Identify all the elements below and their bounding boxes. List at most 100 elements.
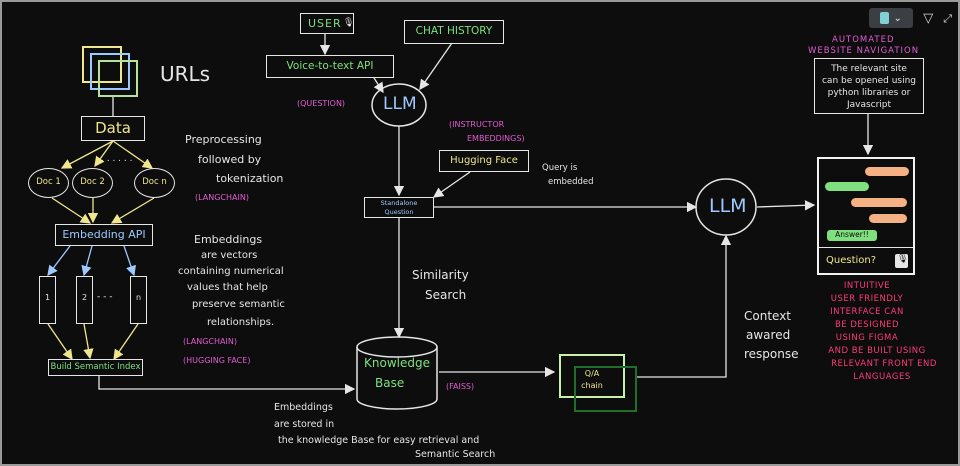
- hugging-face-label: Hugging Face: [450, 155, 518, 166]
- embeddings-note-5: preserve semantic: [192, 299, 285, 310]
- stored-note-1: Embeddings: [274, 402, 333, 413]
- chat-history-label: CHAT HISTORY: [415, 25, 493, 37]
- stored-note-3: the knowledge Base for easy retrieval an…: [278, 435, 480, 446]
- similarity-label-2: Search: [425, 288, 467, 302]
- expand-icon[interactable]: ⤢: [943, 11, 952, 25]
- vector-n: n: [130, 276, 147, 324]
- embedding-api-label: Embedding API: [62, 228, 146, 241]
- wire-hf-standalone: [432, 171, 471, 198]
- wire-llm-ui: [756, 200, 816, 211]
- vector-1-label: 1: [44, 293, 51, 302]
- vector-n-label: n: [135, 293, 142, 302]
- docs-ellipsis: . . . . . .: [101, 154, 133, 164]
- ui-note-4: BE DESIGNED: [834, 320, 900, 330]
- wire-vec1-index: [47, 323, 73, 361]
- langchain-tag-2: (LANGCHAIN): [183, 337, 237, 346]
- vector-ellipsis: - - -: [97, 292, 113, 302]
- doc1-label: Doc 1: [36, 177, 61, 187]
- qa-chain-inner-box: [574, 366, 637, 412]
- website-navigation-box: The relevant site can be opened using py…: [814, 58, 924, 114]
- automated-label-1: AUTOMATED: [832, 35, 895, 45]
- preprocessing-note-1: Preprocessing: [185, 133, 262, 146]
- standalone-label-1: Standalone: [380, 199, 418, 207]
- ui-note-2: USER FRIENDLY: [830, 294, 904, 304]
- embeddings-note-6: relationships.: [207, 317, 275, 328]
- user-label: USER: [308, 17, 342, 30]
- knowledge-base-cylinder: [356, 336, 438, 410]
- data-label: Data: [95, 119, 131, 137]
- wire-api-vec1: [47, 245, 71, 277]
- doc2-label: Doc 2: [80, 177, 105, 187]
- answer-label: Answer!!: [835, 230, 869, 239]
- qa-label-1: Q/A: [584, 369, 600, 378]
- filter-icon[interactable]: ▽: [923, 10, 934, 26]
- preprocessing-note-3: tokenization: [216, 172, 284, 185]
- chat-bubble-3: [851, 198, 907, 207]
- answer-bubble: Answer!!: [827, 230, 877, 241]
- query-note-1: Query is: [542, 163, 578, 173]
- ui-note-1: INTUITIVE: [843, 281, 891, 291]
- standalone-question-node: Standalone Question: [364, 197, 434, 218]
- query-note-2: embedded: [548, 177, 594, 187]
- vector-1: 1: [39, 276, 56, 324]
- wire-docn-api: [110, 197, 155, 224]
- context-label-3: response: [744, 347, 799, 361]
- site-note-4: Javascript: [846, 100, 892, 110]
- wire-data-doc1: [60, 140, 114, 169]
- ui-note-5: USING FIGMA: [835, 333, 899, 343]
- microphone-icon: 🎙: [343, 18, 355, 28]
- hugging-face-tag: (HUGGING FACE): [183, 356, 251, 365]
- highlighter-button[interactable]: ⌄: [869, 8, 914, 28]
- stored-note-2: are stored in: [274, 419, 335, 430]
- ui-note-3: INTERFACE CAN: [830, 307, 904, 317]
- microphone-icon: 🎙: [895, 254, 908, 268]
- automated-label-2: WEBSITE NAVIGATION: [808, 46, 920, 56]
- wire-data-docn: [112, 140, 154, 169]
- chat-history-node: CHAT HISTORY: [404, 20, 504, 44]
- wire-vecn-index: [113, 323, 139, 361]
- voice-to-text-label: Voice-to-text API: [286, 60, 374, 72]
- stored-note-4: Semantic Search: [415, 449, 496, 460]
- langchain-tag-1: (LANGCHAIN): [195, 193, 249, 202]
- wire-voice-llm: [373, 77, 384, 94]
- llm-right-label: LLM: [709, 195, 747, 217]
- hugging-face-node: Hugging Face: [439, 150, 529, 172]
- docn-node: Doc n: [134, 168, 175, 198]
- toolbar: ⌄ ▽ ⤢: [869, 8, 952, 28]
- question-input-label: Question?: [826, 255, 877, 266]
- standalone-label-2: Question: [384, 208, 414, 216]
- instructor-tag-2: EMBEDDINGS): [467, 134, 525, 143]
- voice-to-text-node: Voice-to-text API: [266, 55, 394, 78]
- knowledge-base-label-1: Knowledge: [364, 356, 430, 370]
- urls-stack-icon: [82, 46, 138, 97]
- user-node: USER 🎙: [300, 13, 354, 34]
- embeddings-note-2: are vectors: [201, 250, 258, 261]
- chat-bubble-2: [825, 182, 869, 191]
- site-note-2: can be opened using: [821, 76, 917, 86]
- embeddings-note-3: containing numerical: [178, 266, 284, 277]
- context-label-1: Context: [744, 309, 792, 323]
- llm-right-circle: [695, 178, 757, 236]
- data-node: Data: [81, 116, 145, 141]
- wire-history-llm: [419, 42, 453, 91]
- wire-data-doc2: [94, 140, 114, 168]
- faiss-tag: (FAISS): [446, 382, 475, 391]
- docn-label: Doc n: [142, 177, 167, 187]
- build-index-label: Build Semantic Index: [50, 362, 141, 372]
- knowledge-base-label-2: Base: [375, 376, 405, 390]
- wire-qa-llm: [637, 234, 732, 378]
- vector-2: 2: [76, 276, 93, 324]
- qa-chain-outer-box: [559, 354, 625, 398]
- instructor-tag-1: (INSTRUCTOR: [449, 120, 505, 129]
- llm-top-circle: [371, 83, 427, 127]
- wire-vec2-index: [83, 323, 94, 360]
- embeddings-note-4: values that help: [187, 282, 268, 293]
- question-tag: (QUESTION): [297, 99, 346, 108]
- similarity-label-1: Similarity: [412, 268, 469, 282]
- build-semantic-index-node: Build Semantic Index: [48, 359, 143, 376]
- qa-label-2: chain: [581, 381, 603, 390]
- context-label-2: awared: [746, 328, 791, 342]
- chat-divider: [819, 247, 913, 248]
- urls-label: URLs: [160, 62, 211, 86]
